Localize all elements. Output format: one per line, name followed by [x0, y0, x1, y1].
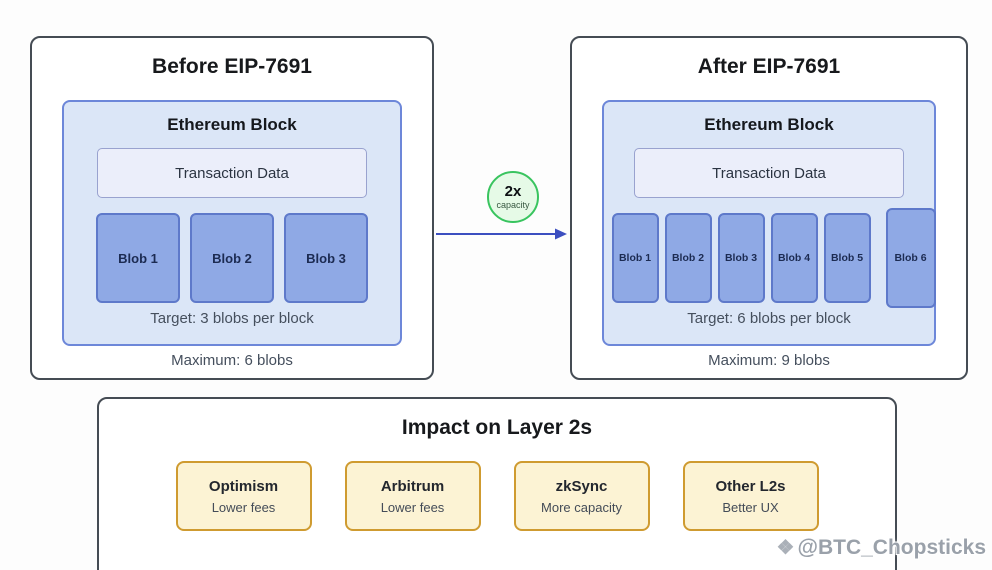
l2-card-other: Other L2s Better UX	[682, 461, 819, 531]
before-ethereum-block-title: Ethereum Block	[167, 115, 297, 134]
blob-box: Blob 2	[664, 213, 712, 303]
after-ethereum-block: Ethereum Block Transaction Data Blob 1 B…	[602, 100, 936, 346]
before-transaction-data-box: Transaction Data	[97, 148, 367, 198]
l2-card-name: zkSync	[555, 477, 608, 495]
transition-arrow-icon	[436, 228, 567, 240]
blob-box: Blob 5	[823, 213, 871, 303]
impact-panel: Impact on Layer 2s Optimism Lower fees A…	[97, 397, 897, 570]
blob-box: Blob 3	[717, 213, 765, 303]
before-blob-row: Blob 1 Blob 2 Blob 3	[64, 212, 400, 304]
before-panel: Before EIP-7691 Ethereum Block Transacti…	[30, 36, 434, 380]
watermark-handle: @BTC_Chopsticks	[797, 535, 986, 559]
blob-box: Blob 1	[611, 213, 659, 303]
before-ethereum-block: Ethereum Block Transaction Data Blob 1 B…	[62, 100, 402, 346]
blob-box: Blob 4	[770, 213, 818, 303]
after-blob-row: Blob 1 Blob 2 Blob 3 Blob 4 Blob 5 Blob …	[604, 208, 936, 308]
capacity-badge-value: 2x	[504, 183, 522, 200]
watermark: ❖ @BTC_Chopsticks	[777, 535, 986, 560]
after-maximum-label: Maximum: 9 blobs	[708, 352, 830, 369]
l2-card-name: Arbitrum	[380, 477, 445, 495]
blob-box: Blob 6	[885, 208, 936, 308]
l2-card-benefit: Better UX	[722, 499, 779, 515]
l2-card-benefit: Lower fees	[380, 499, 445, 515]
l2-card-name: Optimism	[208, 477, 279, 495]
capacity-badge: 2x capacity	[487, 171, 539, 223]
l2-card-benefit: More capacity	[541, 499, 622, 515]
before-target-label: Target: 3 blobs per block	[150, 310, 314, 327]
before-panel-title: Before EIP-7691	[152, 55, 312, 78]
before-maximum-label: Maximum: 6 blobs	[171, 352, 293, 369]
blob-box: Blob 3	[284, 213, 368, 303]
l2-cards-row: Optimism Lower fees Arbitrum Lower fees …	[99, 461, 895, 531]
l2-card-benefit: Lower fees	[211, 499, 276, 515]
capacity-badge-label: capacity	[496, 200, 530, 210]
blob-box: Blob 1	[96, 213, 180, 303]
l2-card-arbitrum: Arbitrum Lower fees	[344, 461, 481, 531]
after-panel: After EIP-7691 Ethereum Block Transactio…	[570, 36, 968, 380]
l2-card-name: Other L2s	[715, 477, 786, 495]
diamond-logo-icon: ❖	[776, 537, 795, 559]
after-panel-title: After EIP-7691	[697, 55, 841, 78]
l2-card-optimism: Optimism Lower fees	[175, 461, 312, 531]
after-target-label: Target: 6 blobs per block	[687, 310, 851, 327]
impact-title: Impact on Layer 2s	[401, 416, 593, 439]
l2-card-zksync: zkSync More capacity	[513, 461, 650, 531]
after-transaction-data-box: Transaction Data	[634, 148, 904, 198]
blob-box: Blob 2	[190, 213, 274, 303]
after-ethereum-block-title: Ethereum Block	[704, 115, 834, 134]
